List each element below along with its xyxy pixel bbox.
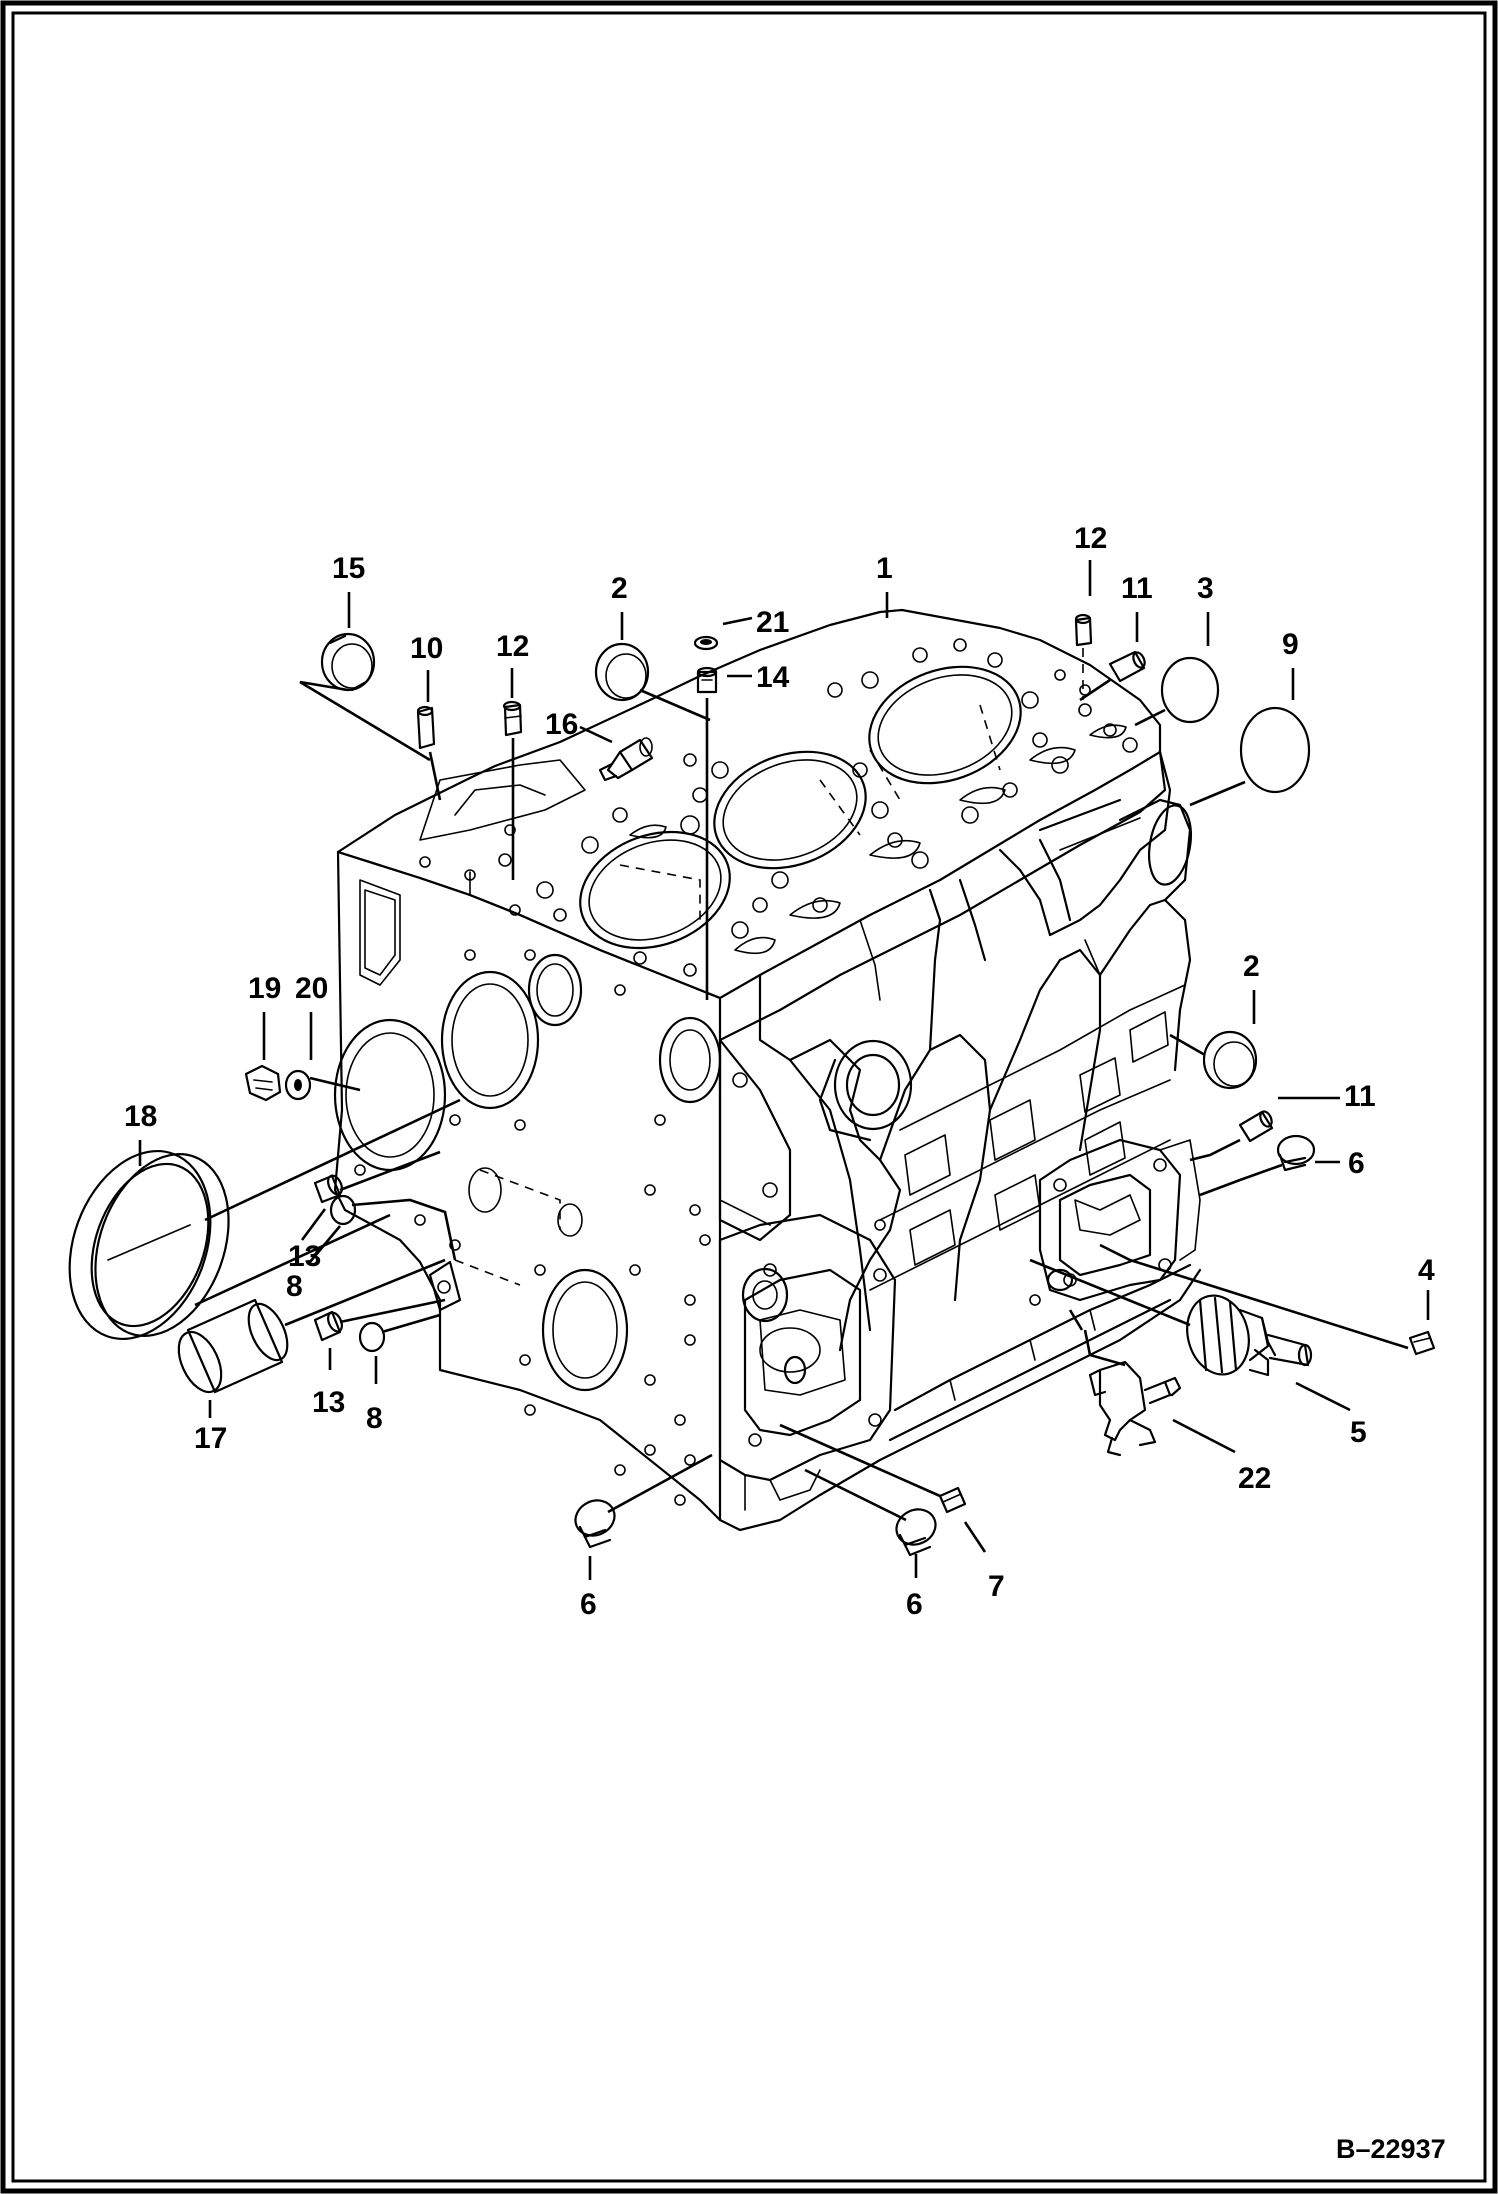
callout-11-top: 11 — [1121, 572, 1153, 605]
callout-labels: 1 2 2 3 4 5 6 6 6 7 8 8 9 10 11 11 12 12… — [124, 522, 1435, 1621]
part-20-washer — [284, 1069, 361, 1101]
part-3-plug — [1134, 656, 1220, 727]
callout-1: 1 — [876, 552, 893, 585]
callout-2-top: 2 — [611, 572, 628, 605]
callout-6-bottom-center: 6 — [906, 1588, 923, 1621]
callout-5: 5 — [1350, 1416, 1367, 1449]
callout-12-right: 12 — [1074, 522, 1107, 555]
part-6-plug-right — [1199, 1134, 1316, 1197]
part-12-pin-left — [502, 700, 523, 880]
callout-8-upper: 8 — [286, 1270, 303, 1303]
part-8-plug-upper — [329, 1194, 457, 1261]
part-6-plug-bottom-center — [804, 1468, 937, 1557]
part-4-plug — [1099, 1243, 1436, 1356]
part-19-bolt — [244, 1064, 282, 1102]
callout-15: 15 — [332, 552, 365, 585]
part-10-sleeve — [416, 705, 442, 801]
callout-10: 10 — [410, 632, 443, 665]
callout-11-right: 11 — [1344, 1080, 1376, 1113]
part-18-oil-seal — [68, 1098, 461, 1341]
part-11-pin-top — [1079, 650, 1146, 702]
callout-2-right: 2 — [1243, 950, 1260, 983]
part-6-plug-bottom-left — [574, 1453, 713, 1549]
callout-3: 3 — [1197, 572, 1214, 605]
part-7-plug — [779, 1423, 967, 1514]
part-17-plug — [177, 1258, 446, 1394]
drawing-number: B–22937 — [1336, 2134, 1446, 2164]
callout-13-lower: 13 — [312, 1386, 345, 1419]
part-13-pin-lower — [313, 1298, 446, 1342]
part-21-washer — [693, 635, 719, 651]
callout-9: 9 — [1282, 628, 1299, 661]
front-face-holes — [354, 949, 711, 1506]
callout-13-upper: 13 — [288, 1240, 321, 1273]
callout-6-right: 6 — [1348, 1147, 1365, 1180]
part-13-pin-upper — [313, 1150, 441, 1204]
callout-14: 14 — [756, 661, 790, 694]
part-22-drain-cock — [1068, 1309, 1182, 1457]
callout-4: 4 — [1418, 1254, 1435, 1287]
part-16-bolt — [598, 737, 654, 782]
callout-17: 17 — [194, 1422, 227, 1455]
part-2-plug-top — [594, 642, 711, 722]
part-12-pin-right — [1074, 613, 1093, 700]
part-9-plug — [1189, 706, 1311, 807]
inner-frame — [11, 11, 1487, 2183]
cylinder-block — [333, 608, 1202, 1532]
callout-8-lower: 8 — [366, 1402, 383, 1435]
part-2-plug-right — [1169, 1030, 1258, 1090]
callout-12-left: 12 — [496, 630, 529, 663]
callout-22: 22 — [1238, 1462, 1271, 1495]
callout-18: 18 — [124, 1100, 157, 1133]
callout-6-bottom-left: 6 — [580, 1588, 597, 1621]
callout-7: 7 — [988, 1570, 1005, 1603]
part-8-plug-lower — [358, 1313, 441, 1353]
callout-21: 21 — [756, 606, 789, 639]
callout-20: 20 — [295, 972, 328, 1005]
callout-16: 16 — [545, 708, 578, 741]
part-5-fitting — [1029, 1258, 1313, 1377]
part-11-pin-right — [1189, 1110, 1274, 1162]
callout-19: 19 — [248, 972, 281, 1005]
part-14-sleeve — [696, 666, 718, 1000]
part-15-plug — [299, 632, 431, 762]
part-tab-near-gearcase — [428, 1260, 462, 1312]
callout-leaders — [138, 560, 1430, 1580]
